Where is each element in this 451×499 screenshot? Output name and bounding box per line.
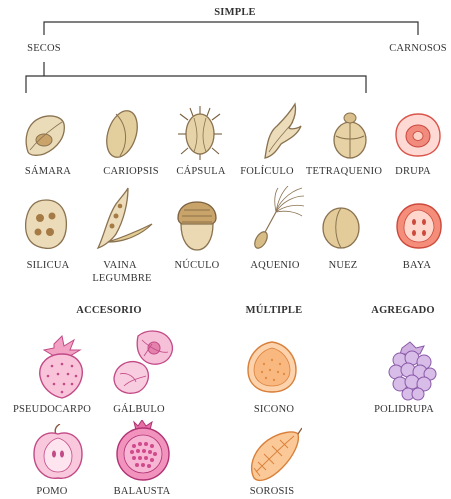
drupa-icon: [392, 108, 444, 160]
agregado-header: AGREGADO: [362, 305, 444, 316]
balausta-icon: [112, 420, 174, 482]
nuez-icon: [318, 204, 364, 252]
silicua-icon: [20, 196, 72, 252]
galbulo-icon: [108, 326, 186, 398]
pomo-label: POMO: [22, 486, 82, 497]
pomo-icon: [30, 424, 86, 482]
sorosis-label: SOROSIS: [236, 486, 308, 497]
secos-label: SECOS: [14, 43, 74, 54]
polidrupa-label: POLIDRUPA: [362, 404, 446, 415]
pseudocarpo-icon: [34, 334, 90, 400]
vaina-label: VAINA: [100, 260, 140, 271]
nuez-label: NUEZ: [318, 260, 368, 271]
root-connector: [44, 22, 418, 35]
nuculo-label: NÚCULO: [162, 260, 232, 271]
aquenio-icon: [248, 186, 304, 252]
multiple-header: MÚLTIPLE: [234, 305, 314, 316]
silicua-label: SILICUA: [18, 260, 78, 271]
sorosis-icon: [244, 426, 302, 484]
sicono-label: SICONO: [242, 404, 306, 415]
polidrupa-icon: [382, 340, 438, 402]
foliculo-label: FOLÍCULO: [232, 166, 302, 177]
foliculo-icon: [255, 100, 303, 162]
pseudocarpo-label: PSEUDOCARPO: [4, 404, 100, 415]
sicono-icon: [244, 338, 300, 396]
accesorio-header: ACCESORIO: [64, 305, 154, 316]
capsula-icon: [176, 104, 224, 162]
legumbre-label: LEGUMBRE: [92, 273, 152, 284]
nuculo-icon: [172, 198, 222, 254]
secos-connector: [26, 62, 366, 93]
tetraquenio-icon: [326, 110, 374, 162]
capsula-label: CÁPSULA: [166, 166, 236, 177]
baya-icon: [394, 200, 444, 252]
aquenio-label: AQUENIO: [240, 260, 310, 271]
baya-label: BAYA: [396, 260, 438, 271]
vaina-icon: [94, 186, 154, 252]
cariopsis-label: CARIOPSIS: [96, 166, 166, 177]
galbulo-label: GÁLBULO: [104, 404, 174, 415]
balausta-label: BALAUSTA: [104, 486, 180, 497]
tetraquenio-label: TETRAQUENIO: [299, 166, 389, 177]
samara-icon: [20, 110, 70, 160]
root-label: SIMPLE: [195, 7, 275, 18]
samara-label: SÁMARA: [18, 166, 78, 177]
cariopsis-icon: [102, 106, 142, 162]
carnosos-label: CARNOSOS: [378, 43, 451, 54]
drupa-label: DRUPA: [388, 166, 438, 177]
